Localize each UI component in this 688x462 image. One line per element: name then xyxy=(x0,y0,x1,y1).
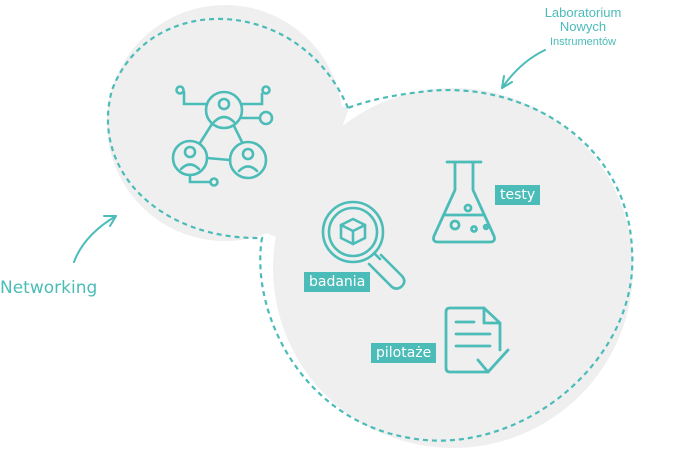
magnifier-cube-icon xyxy=(321,200,406,290)
pilotaze-tag: pilotaże xyxy=(371,343,437,363)
bubble-shapes xyxy=(107,5,633,448)
badania-tag: badania xyxy=(304,272,371,292)
lab-title-line-1: Laboratorium xyxy=(544,5,622,20)
networking-label: Networking xyxy=(0,278,98,298)
bubble-outline xyxy=(106,17,634,442)
checklist-document-icon xyxy=(444,306,510,374)
curved-arrow-icon xyxy=(73,215,117,263)
lab-title-line-2: Nowych xyxy=(559,19,607,34)
flask-icon xyxy=(432,160,496,244)
lab-title-line-3: Instrumentów xyxy=(549,36,617,48)
testy-tag: testy xyxy=(495,185,541,205)
curved-arrow-icon xyxy=(501,49,546,89)
network-people-icon xyxy=(171,85,274,187)
